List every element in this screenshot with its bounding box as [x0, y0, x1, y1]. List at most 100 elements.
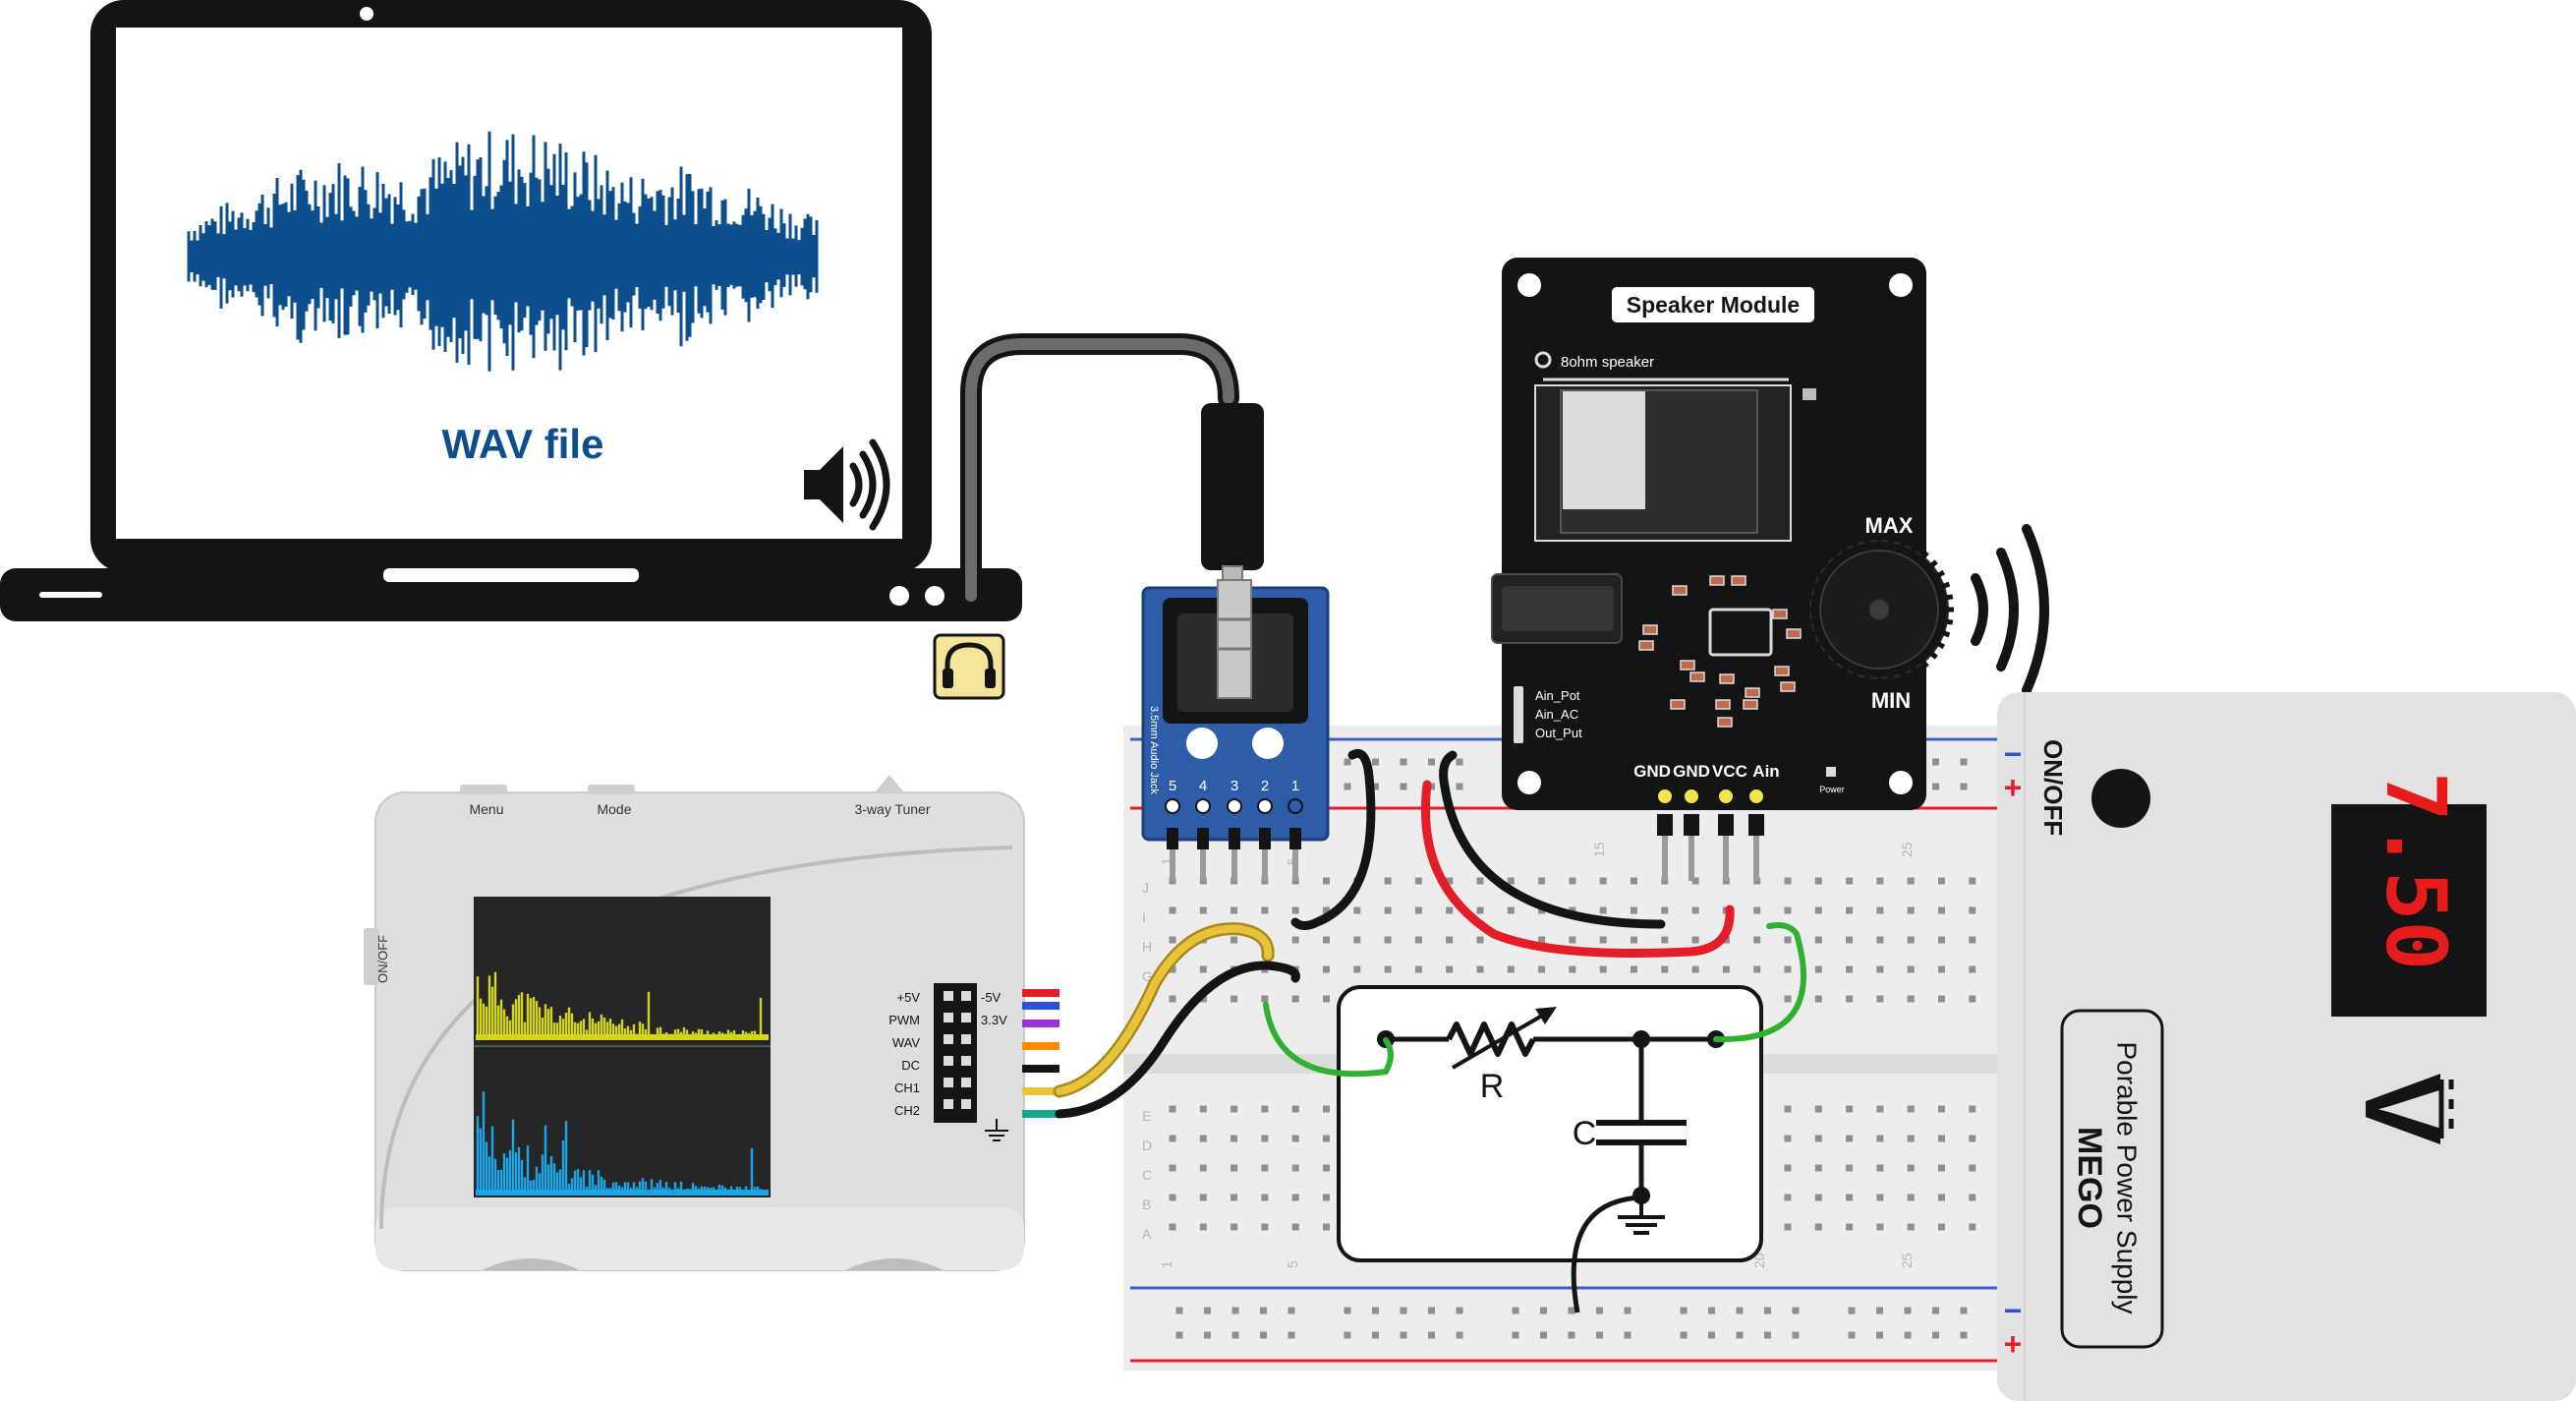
row-letter-h: H — [1142, 939, 1152, 955]
connector-pin — [961, 1056, 971, 1066]
jack-pin-label-2: 2 — [1261, 778, 1269, 794]
smd-part — [1731, 575, 1746, 586]
pin-label-ch1: CH1 — [894, 1080, 920, 1095]
wire-green-1 — [1263, 1002, 1394, 1078]
knob-tooth — [1925, 648, 1938, 660]
knob-tooth — [1863, 671, 1871, 684]
column-number-25: 25 — [1899, 842, 1915, 857]
supply-plus-bottom: + — [2004, 1326, 2023, 1362]
voltage-unit: V — [2342, 1073, 2463, 1144]
column-number-1-bottom: 1 — [1159, 1260, 1174, 1268]
headphones-icon — [933, 633, 1005, 700]
smd-part — [1642, 624, 1658, 635]
jack-mount-hole-left — [1186, 728, 1218, 759]
pin-label-ch2: CH2 — [894, 1103, 920, 1118]
knob-tooth — [1937, 628, 1951, 638]
knob-tooth — [1940, 594, 1954, 602]
row-letter-a: A — [1142, 1226, 1152, 1242]
smd-part — [1717, 717, 1733, 728]
power-label: Power — [1819, 785, 1845, 794]
connector-pin — [944, 1078, 953, 1087]
switch-indicator — [1514, 686, 1523, 743]
smd-components — [1638, 575, 1802, 728]
smd-part — [1689, 671, 1705, 682]
supply-brand: MEGO — [2071, 1127, 2108, 1229]
connector-pin — [944, 1056, 953, 1066]
spectrum-ch1 — [476, 971, 769, 1040]
audio-plug-body — [1201, 403, 1264, 570]
knob-tooth — [1898, 538, 1908, 552]
knob-tooth — [1812, 638, 1826, 650]
filter-ground-icon — [1618, 1201, 1665, 1235]
wire-black-2 — [1439, 750, 1666, 929]
knob-tooth — [1887, 535, 1895, 549]
smd-part — [1745, 687, 1760, 698]
knob-tooth — [1829, 551, 1841, 563]
smd-part — [1709, 575, 1725, 586]
module-mount-hole-tr — [1889, 273, 1913, 297]
module-header-pins — [1656, 788, 1765, 881]
column-number-5-bottom: 5 — [1285, 1260, 1300, 1268]
pin-label-3v3: 3.3V — [981, 1013, 1007, 1027]
knob-tooth — [1932, 569, 1946, 581]
pin-label-minus5v: -5V — [981, 990, 1002, 1005]
module-pin-pad — [1656, 788, 1674, 805]
tuner-knob[interactable] — [875, 775, 904, 792]
module-pin-gnd-1: GND — [1633, 762, 1671, 781]
scope-on-off-label: ON/OFF — [375, 935, 390, 983]
jack-pin-label-3: 3 — [1231, 778, 1238, 794]
on-off-switch[interactable] — [364, 928, 379, 985]
column-number-15: 15 — [1591, 842, 1607, 857]
dc-symbol-icon — [2438, 1080, 2454, 1138]
pin-label-pwm: PWM — [888, 1013, 920, 1027]
module-pin-vcc: VCC — [1712, 762, 1747, 781]
knob-tooth — [1918, 656, 1929, 669]
smd-part — [1780, 681, 1796, 692]
connector-pin — [944, 1099, 953, 1109]
knob-tooth — [1918, 551, 1929, 563]
spectrum-ch2 — [476, 1091, 769, 1196]
knob-tooth — [1804, 594, 1818, 602]
column-number-25-bottom: 25 — [1899, 1253, 1915, 1268]
wire-black-1 — [1290, 748, 1376, 930]
filter-box — [1337, 985, 1763, 1262]
jack-board-title: 3.5mm Audio Jack — [1148, 706, 1160, 794]
laptop-port-2 — [925, 586, 945, 606]
spectrum-bars-ch2-floor — [476, 1190, 769, 1196]
supply-plus-top: + — [2004, 770, 2023, 805]
pin-label-dc: DC — [901, 1058, 920, 1073]
wav-file-label: WAV file — [442, 421, 604, 467]
knob-tooth — [1820, 559, 1833, 571]
supply-title: Porable Power Supply — [2112, 1041, 2143, 1313]
row-letter-e: E — [1142, 1108, 1151, 1124]
voltage-readout: 7.50 — [2368, 772, 2464, 970]
knob-tooth — [1863, 535, 1871, 549]
supply-power-button[interactable] — [2091, 769, 2150, 828]
mode-button[interactable] — [588, 785, 635, 794]
jack-pin-pad — [1165, 798, 1180, 814]
knob-tooth — [1839, 543, 1851, 556]
voltage-display — [2331, 804, 2487, 1017]
module-mount-hole-bl — [1517, 771, 1541, 794]
jack-header-pins — [1165, 798, 1303, 881]
laptop-base — [0, 568, 1022, 621]
menu-label: Menu — [469, 801, 503, 817]
smd-part — [1786, 628, 1802, 639]
laptop-hinge-notch — [383, 568, 639, 582]
speaker-label: 8ohm speaker — [1561, 354, 1654, 371]
supply-label-box — [2060, 1009, 2164, 1349]
module-pin-leg — [1662, 836, 1668, 881]
laptop: WAV file — [0, 0, 1022, 700]
switch-ain-pot: Ain_Pot — [1535, 688, 1580, 703]
amplifier-chip — [1708, 608, 1773, 657]
jack-pin-leg — [1262, 849, 1268, 881]
resistor-symbol — [1446, 1022, 1536, 1057]
volume-knob[interactable] — [1804, 535, 1954, 684]
jack-pin-label-1: 1 — [1291, 778, 1299, 794]
knob-tooth — [1898, 668, 1908, 681]
smd-part — [1715, 699, 1731, 710]
module-pin-gnd-2: GND — [1673, 762, 1710, 781]
knob-tooth — [1839, 663, 1851, 676]
menu-button[interactable] — [460, 785, 507, 794]
oscilloscope: Menu Mode 3-way Tuner ON/OFF +5V PWM WAV… — [364, 775, 1059, 1271]
